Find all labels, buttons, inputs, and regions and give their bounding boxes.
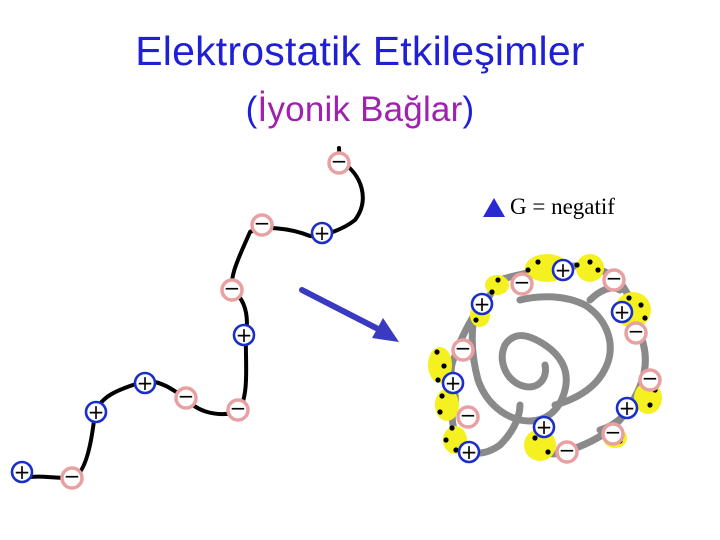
negative-charge: −: [456, 403, 480, 429]
svg-text:+: +: [14, 460, 31, 484]
svg-text:−: −: [254, 211, 271, 235]
svg-text:−: −: [64, 464, 81, 488]
svg-text:+: +: [614, 300, 631, 324]
svg-text:−: −: [605, 420, 622, 444]
svg-text:−: −: [559, 438, 576, 462]
positive-charge: +: [441, 371, 465, 395]
negative-charge: −: [60, 464, 84, 490]
negative-charge: −: [327, 149, 351, 175]
negative-charge: −: [602, 266, 626, 292]
arrow-icon: [299, 287, 399, 342]
svg-text:+: +: [474, 292, 491, 316]
svg-text:+: +: [88, 400, 105, 424]
subtitle-open-paren: (: [245, 90, 258, 129]
negative-charge: −: [220, 276, 244, 302]
svg-text:+: +: [137, 371, 154, 395]
svg-text:−: −: [455, 336, 472, 360]
svg-text:+: +: [314, 221, 331, 245]
negative-charge: −: [510, 270, 534, 296]
positive-charge: +: [10, 460, 34, 484]
positive-charge: +: [310, 221, 334, 245]
unfolded-chain: [20, 146, 365, 481]
svg-text:+: +: [536, 415, 553, 439]
gibbs-energy-label: G = negatif: [510, 194, 615, 219]
positive-charge: +: [532, 415, 556, 439]
negative-charge: −: [250, 211, 274, 237]
positive-charge: +: [133, 371, 157, 395]
slide-subtitle: (İyonik Bağlar): [0, 90, 720, 130]
svg-text:−: −: [331, 149, 348, 173]
svg-text:−: −: [460, 403, 477, 427]
positive-charge: +: [615, 396, 639, 420]
svg-text:+: +: [461, 440, 478, 464]
positive-charges: + + + + + + + + + + + +: [10, 221, 639, 484]
positive-charge: +: [470, 292, 494, 316]
positive-charge: +: [84, 400, 108, 424]
svg-text:−: −: [224, 276, 241, 300]
svg-text:−: −: [628, 319, 645, 343]
positive-charge: +: [610, 300, 634, 324]
negative-charge: −: [555, 438, 579, 464]
svg-text:+: +: [236, 323, 253, 347]
negative-charge: −: [174, 384, 198, 410]
svg-text:+: +: [445, 371, 462, 395]
negative-charge: −: [451, 336, 475, 362]
negative-charge: −: [638, 366, 662, 392]
negative-charge: −: [601, 420, 625, 446]
subtitle-text: İyonik Bağlar: [257, 90, 463, 129]
svg-text:+: +: [555, 258, 572, 282]
positive-charge: +: [551, 258, 575, 282]
negative-charge: −: [624, 319, 648, 345]
svg-text:−: −: [514, 270, 531, 294]
svg-text:+: +: [619, 396, 636, 420]
negative-charges: − − − − − − − − − − − − − −: [60, 149, 662, 490]
svg-text:−: −: [230, 396, 247, 420]
svg-text:−: −: [178, 384, 195, 408]
subtitle-close-paren: ): [462, 90, 475, 129]
positive-charge: +: [232, 323, 256, 347]
svg-text:−: −: [606, 266, 623, 290]
svg-text:−: −: [642, 366, 659, 390]
triangle-delta-icon: [483, 198, 505, 217]
negative-charge: −: [226, 396, 250, 422]
positive-charge: +: [457, 440, 481, 464]
slide-title: Elektrostatik Etkileşimler: [135, 28, 585, 74]
